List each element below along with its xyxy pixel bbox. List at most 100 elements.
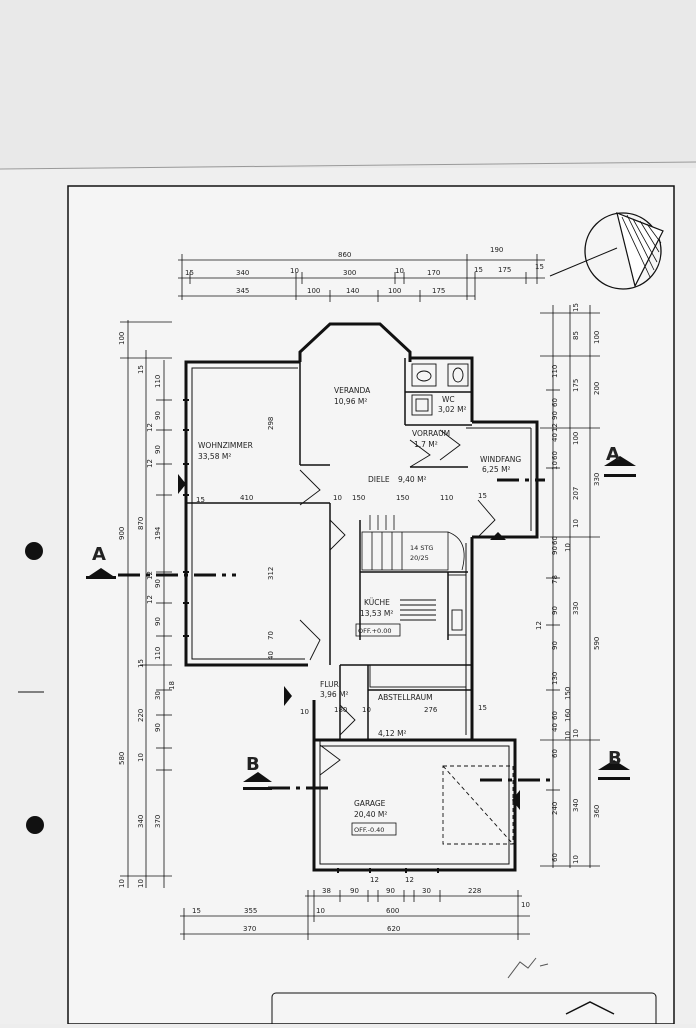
section-line-b	[268, 778, 555, 790]
dim-top-4: 300	[343, 269, 356, 277]
dim-left-inner2-1: 12	[146, 459, 154, 468]
dim-left-outer-2: 900	[118, 527, 126, 540]
dim-right-mid-6: 10	[572, 519, 580, 528]
dim-bottom-r2-3: 10	[316, 907, 325, 915]
dim-right-outer-3: 330	[593, 473, 601, 486]
roof-icon	[565, 1001, 615, 1015]
dim-int-10b: 10	[300, 708, 309, 716]
dim-left-mid-2: 870	[137, 517, 145, 530]
dim-right-inner-15: 130	[551, 672, 559, 685]
stairs-ratio: 20/25	[410, 554, 429, 562]
dim-int-15b: 15	[478, 492, 487, 500]
dim-right-inner-1: 110	[551, 365, 559, 378]
section-markers	[86, 456, 636, 810]
room-wohnzimmer-area: 33,58 M²	[198, 452, 231, 461]
dim-int-110: 110	[440, 494, 453, 502]
dim-bottom-r1-2: 90	[350, 887, 359, 895]
dim-top-r2-3: 140	[346, 287, 359, 295]
dim-int-15: 15	[196, 496, 205, 504]
dim-right-inner-7: 10	[551, 461, 559, 470]
dim-int-10: 10	[333, 494, 342, 502]
room-wohnzimmer-name: WOHNZIMMER	[198, 441, 253, 450]
dim-top-9: 15	[535, 263, 544, 271]
dim-right-inner-13: 12	[535, 621, 543, 630]
dim-left-inner-7: 12	[146, 595, 154, 604]
dim-right-mid-10: 10	[572, 855, 580, 864]
room-windfang-area: 6,25 M²	[482, 465, 511, 474]
dim-right-inner-20: 10	[564, 731, 572, 740]
dim-left-mid-3: 340	[137, 815, 145, 828]
dim-int-298: 298	[267, 417, 275, 430]
dim-bottom-r2-2: 355	[244, 907, 257, 915]
garage-door-outline	[442, 765, 514, 845]
dim-left-inner-1: 110	[154, 375, 162, 388]
dim-left-inner2-3: 18	[168, 681, 176, 690]
dim-right-mid-5: 207	[572, 487, 580, 500]
dim-wohn-width: 410	[240, 494, 253, 502]
dim-bottom-r2-5: 10	[521, 901, 530, 909]
dim-right-inner-12: 90	[551, 606, 559, 615]
kitchen-counters	[369, 574, 467, 688]
dim-bottom-r1-4: 90	[386, 887, 395, 895]
dim-top-r2-1: 345	[236, 287, 249, 295]
top-dimension-lines	[178, 254, 545, 302]
kueche-level: OFF.+0.00	[358, 627, 392, 635]
dim-top-1: 15	[185, 269, 194, 277]
room-garage-name: GARAGE	[354, 799, 386, 808]
dim-int-70: 70	[267, 631, 275, 640]
interior-walls	[186, 358, 472, 740]
dim-right-inner-19: 150	[564, 687, 572, 700]
room-diele-name: DIELE	[368, 475, 390, 484]
room-flur-area: 3,96 M²	[320, 690, 349, 699]
section-label-a-left: A	[92, 544, 106, 565]
dim-right-mid-7: 330	[572, 602, 580, 615]
room-windfang-name: WINDFANG	[480, 455, 521, 464]
dim-left-inner-2: 90	[154, 411, 162, 420]
room-abstellraum-area: 4,12 M²	[378, 729, 407, 738]
dim-left-inner2-4: 30	[154, 691, 162, 700]
wc-fixtures	[411, 363, 469, 416]
dim-left-outer-3: 580	[118, 752, 126, 765]
room-flur-name: FLUR	[320, 680, 339, 689]
dim-overall: 860	[338, 251, 351, 259]
dim-right-inner-3: 90	[551, 411, 559, 420]
dim-abst-width: 276	[424, 706, 438, 714]
dim-left-inner-5: 194	[154, 526, 162, 540]
dim-right-inner-16: 60	[551, 711, 559, 720]
left-dimension-lines	[120, 320, 172, 888]
staircase	[361, 515, 465, 571]
dim-top-8: 175	[498, 266, 511, 274]
dim-right-outer-4: 590	[593, 637, 601, 650]
room-abstellraum-name: ABSTELLRAUM	[378, 693, 433, 702]
dim-left-inner-10: 15	[137, 659, 145, 668]
dim-left-inner-4: 90	[154, 445, 162, 454]
room-veranda-name: VERANDA	[334, 386, 371, 395]
dim-right-inner-23: 60	[551, 853, 559, 862]
room-veranda-area: 10,96 M²	[334, 397, 367, 406]
dim-right-inner-22: 240	[551, 802, 559, 815]
dim-top-r2-2: 100	[307, 287, 320, 295]
dim-bottom-r1-7: 228	[468, 887, 481, 895]
dim-right-mid-1: 15	[572, 303, 580, 312]
dim-right-inner-14: 90	[551, 641, 559, 650]
north-arrow-icon	[549, 212, 664, 290]
room-garage-area: 20,40 M²	[354, 810, 387, 819]
dim-left-inner-13: 10	[137, 753, 145, 762]
exterior-walls	[184, 322, 539, 872]
dim-left-inner-14: 370	[154, 815, 162, 828]
dim-left-inner-6: 90	[154, 579, 162, 588]
dim-right-inner-4: 12	[551, 423, 559, 432]
dim-left-inner-3: 12	[146, 423, 154, 432]
dim-top-5: 10	[395, 267, 404, 275]
punch-hole-top	[25, 542, 43, 560]
dim-int-312: 312	[267, 567, 275, 580]
dim-right-outer-1: 100	[593, 331, 601, 344]
dim-top-6: 170	[427, 269, 440, 277]
dim-top-2: 340	[236, 269, 249, 277]
dim-top-7: 15	[474, 266, 483, 274]
room-wc-area: 3,02 M²	[438, 405, 467, 414]
stairs-label: 14 STG	[410, 544, 433, 552]
dim-right-inner-11: 78	[551, 575, 559, 584]
